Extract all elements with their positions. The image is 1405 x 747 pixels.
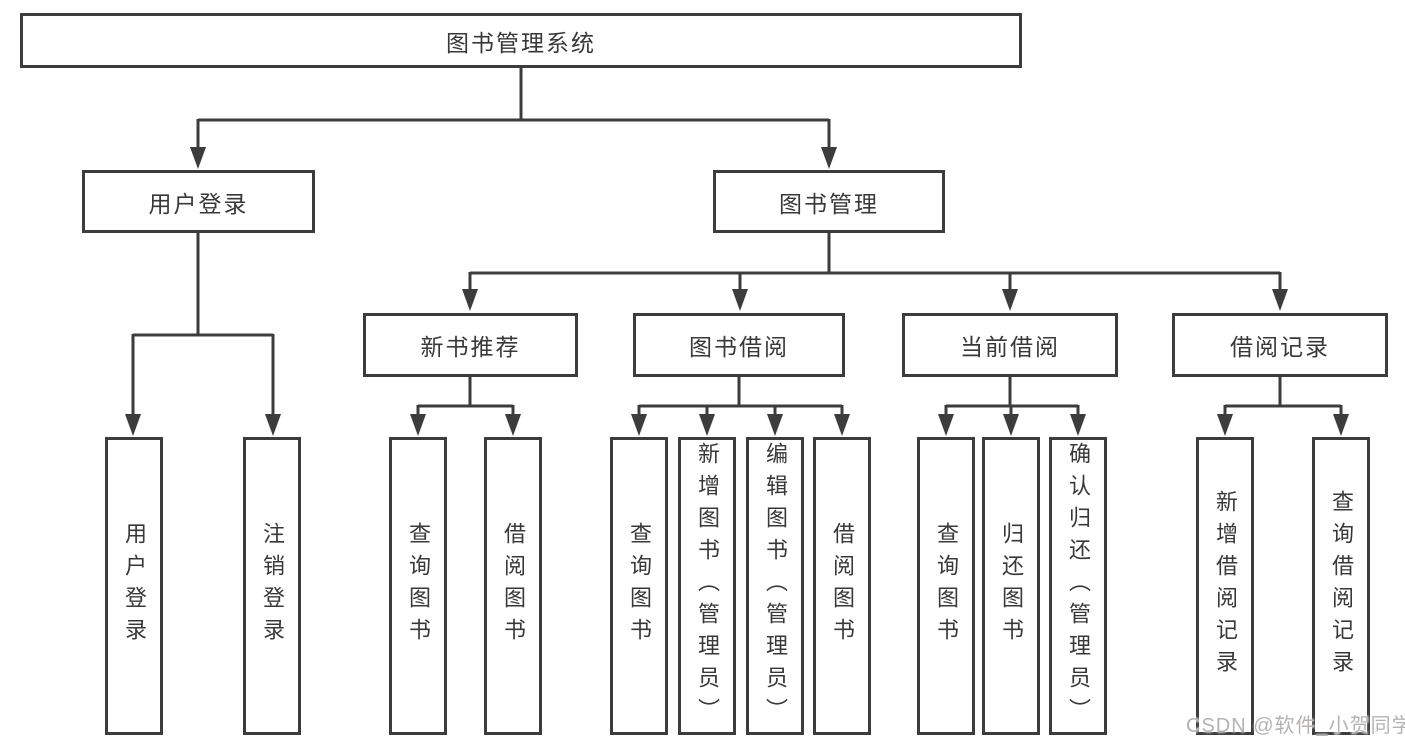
leaf-label: 归还图书 xyxy=(999,522,1024,650)
leaf-query-books-current: 查询图书 xyxy=(917,437,975,735)
watermark: CSDN @软件_小贺同学 xyxy=(1186,715,1405,737)
leaf-label: 借阅图书 xyxy=(501,522,526,650)
node-current-borrowing-label: 当前借阅 xyxy=(960,334,1060,360)
leaf-edit-book-admin: 编辑图书（管理员） xyxy=(746,437,804,735)
leaf-label: 新增图书（管理员） xyxy=(695,442,720,730)
arrow-down-icon xyxy=(767,414,783,436)
leaf-query-borrow-record: 查询借阅记录 xyxy=(1312,437,1370,735)
connector-new-book-recommend-children xyxy=(410,376,521,436)
arrow-down-icon xyxy=(190,147,206,169)
connector-current-borrowing-children xyxy=(938,376,1086,436)
arrow-down-icon xyxy=(1217,414,1233,436)
node-user-login: 用户登录 xyxy=(82,170,315,233)
node-borrowing-records: 借阅记录 xyxy=(1172,313,1388,377)
leaf-label: 查询图书 xyxy=(627,522,652,650)
leaf-label: 确认归还（管理员） xyxy=(1066,442,1091,730)
node-new-book-recommend: 新书推荐 xyxy=(363,313,578,377)
leaf-return-book: 归还图书 xyxy=(982,437,1040,735)
arrow-down-icon xyxy=(1272,289,1288,311)
connector-borrowing-records-children xyxy=(1217,376,1349,436)
node-user-login-label: 用户登录 xyxy=(148,190,249,217)
arrow-down-icon xyxy=(938,414,954,436)
leaf-label: 查询借阅记录 xyxy=(1329,490,1354,682)
connector-book-borrowing-children xyxy=(631,376,850,436)
leaf-add-borrow-record: 新增借阅记录 xyxy=(1196,437,1254,735)
arrow-down-icon xyxy=(1333,414,1349,436)
leaf-label: 借阅图书 xyxy=(830,522,855,650)
connector-root-to-level2 xyxy=(190,67,837,169)
node-book-borrowing: 图书借阅 xyxy=(633,313,845,377)
leaf-add-book-admin: 新增图书（管理员） xyxy=(678,437,736,735)
arrow-down-icon xyxy=(462,289,478,311)
node-new-book-recommend-label: 新书推荐 xyxy=(420,334,521,360)
arrow-down-icon xyxy=(1002,289,1018,311)
arrow-down-icon xyxy=(699,414,715,436)
connector-user-login-children xyxy=(125,232,281,436)
arrow-down-icon xyxy=(125,414,141,436)
node-book-management: 图书管理 xyxy=(713,170,945,233)
leaf-query-books-borrow: 查询图书 xyxy=(610,437,668,735)
arrow-down-icon xyxy=(834,414,850,436)
arrow-down-icon xyxy=(631,414,647,436)
node-current-borrowing: 当前借阅 xyxy=(902,313,1118,377)
node-root-label: 图书管理系统 xyxy=(446,29,596,56)
arrow-down-icon xyxy=(1003,414,1019,436)
arrow-down-icon xyxy=(821,147,837,169)
leaf-confirm-return-admin: 确认归还（管理员） xyxy=(1049,437,1107,735)
arrow-down-icon xyxy=(410,414,426,436)
node-book-borrowing-label: 图书借阅 xyxy=(689,334,789,360)
connector-book-management-children xyxy=(462,232,1288,311)
arrow-down-icon xyxy=(732,289,748,311)
leaf-label: 新增借阅记录 xyxy=(1213,490,1238,682)
leaf-borrow-books-borrow: 借阅图书 xyxy=(813,437,871,735)
leaf-label: 查询图书 xyxy=(406,522,431,650)
leaf-label: 查询图书 xyxy=(934,522,959,650)
leaf-user-login: 用户登录 xyxy=(105,437,163,735)
leaf-label: 编辑图书（管理员） xyxy=(763,442,788,730)
leaf-label: 用户登录 xyxy=(122,522,147,650)
leaf-label: 注销登录 xyxy=(260,522,285,650)
leaf-borrow-books-recommend: 借阅图书 xyxy=(484,437,542,735)
arrow-down-icon xyxy=(505,414,521,436)
leaf-logout: 注销登录 xyxy=(243,437,301,735)
arrow-down-icon xyxy=(265,414,281,436)
leaf-query-books-recommend: 查询图书 xyxy=(389,437,447,735)
node-root: 图书管理系统 xyxy=(20,13,1022,68)
node-borrowing-records-label: 借阅记录 xyxy=(1230,334,1330,360)
node-book-management-label: 图书管理 xyxy=(779,190,879,217)
arrow-down-icon xyxy=(1070,414,1086,436)
